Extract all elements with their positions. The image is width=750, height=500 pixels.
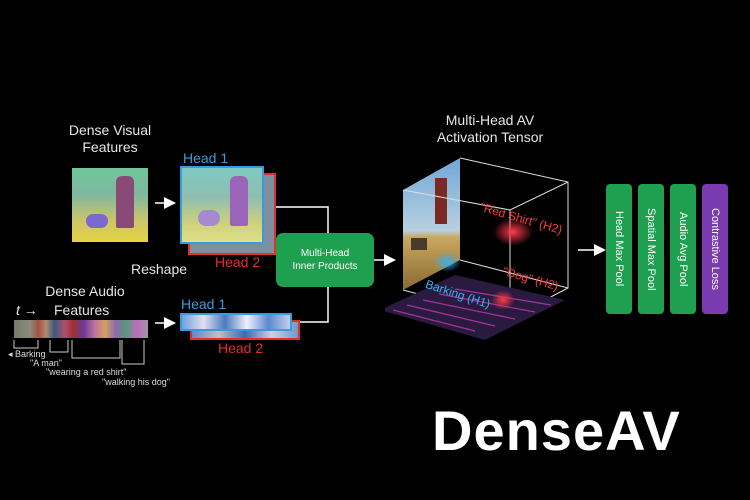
- man-silhouette: [230, 176, 248, 226]
- audio-head1-strip: [180, 313, 292, 331]
- contrastive-loss-box: Contrastive Loss: [702, 184, 728, 314]
- brand-title: DenseAV: [432, 399, 681, 462]
- tensor-spectrogram-face: [385, 275, 565, 340]
- visual-head1-map: [180, 166, 264, 244]
- visual-feature-map: [72, 168, 148, 242]
- activation-tensor: [385, 157, 569, 340]
- audio-feature-strip: [14, 320, 148, 338]
- dog-silhouette: [86, 214, 108, 228]
- inner-products-box: Multi-Head Inner Products: [276, 233, 374, 287]
- tensor-title: Multi-Head AV Activation Tensor: [436, 112, 544, 145]
- caption-barking: ◂ Barking: [8, 349, 46, 359]
- caption-a-man: "A man": [30, 358, 62, 368]
- photo-man: [435, 178, 447, 224]
- caption-brackets: [13, 340, 145, 365]
- man-silhouette: [116, 176, 134, 228]
- audio-features-title-2: Features: [54, 302, 110, 318]
- spatial-max-pool-box: Spatial Max Pool: [638, 184, 664, 314]
- audio-features-title: Dense Audio: [45, 283, 125, 299]
- caption-dog: "walking his dog": [102, 377, 170, 387]
- head-max-pool-box: Head Max Pool: [606, 184, 632, 314]
- visual-head1-label: Head 1: [183, 150, 229, 166]
- barking-activation: [433, 252, 461, 272]
- audio-head1-label: Head 1: [181, 296, 227, 312]
- reshape-label: Reshape: [131, 261, 188, 277]
- photo-dog: [411, 238, 427, 250]
- visual-features-title: Dense Visual Features: [68, 122, 152, 155]
- audio-avg-pool-box: Audio Avg Pool: [670, 184, 696, 314]
- caption-red-shirt: "wearing a red shirt": [46, 367, 127, 377]
- red-shirt-activation: [493, 218, 533, 246]
- dog-activation: [491, 290, 515, 310]
- audio-head2-label: Head 2: [218, 340, 264, 356]
- dog-silhouette: [198, 210, 220, 226]
- visual-head2-label: Head 2: [215, 254, 261, 270]
- time-arrow-label: t →: [16, 302, 38, 318]
